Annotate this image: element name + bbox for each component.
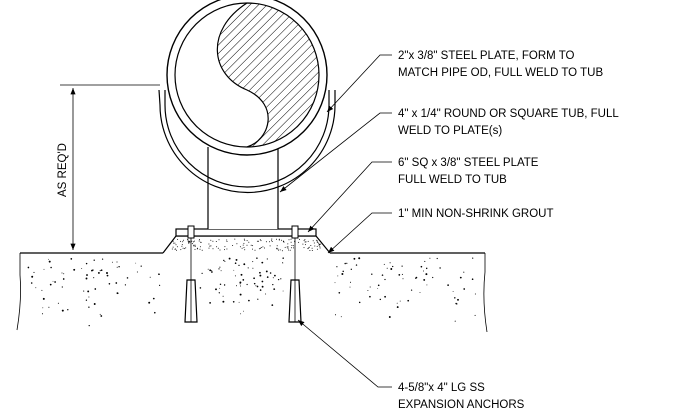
concrete-texture (27, 257, 476, 327)
callout-anchors: 4-5/8"x 4" LG SS EXPANSION ANCHORS (398, 382, 525, 411)
anchor-bolt-left (184, 225, 198, 323)
callout-saddle-plate: 2"x 3/8" STEEL PLATE, FORM TO MATCH PIPE… (398, 50, 603, 79)
svg-text:MATCH PIPE OD, FULL WELD TO TU: MATCH PIPE OD, FULL WELD TO TUB (398, 67, 603, 79)
dimension-as-reqd: AS REQ'D (57, 84, 160, 254)
saddle-plate (158, 89, 336, 194)
concrete-base (16, 252, 488, 333)
dimension-label: AS REQ'D (57, 143, 69, 197)
svg-text:6" SQ x 3/8" STEEL PLATE: 6" SQ x 3/8" STEEL PLATE (398, 157, 539, 169)
svg-text:4-5/8"x 4" LG SS: 4-5/8"x 4" LG SS (398, 382, 485, 394)
grout-texture (171, 238, 322, 252)
callout-grout: 1" MIN NON-SHRINK GROUT (398, 208, 554, 220)
svg-text:WELD TO PLATE(s): WELD TO PLATE(s) (398, 125, 502, 137)
callout-base-plate: 6" SQ x 3/8" STEEL PLATE FULL WELD TO TU… (398, 157, 539, 186)
svg-text:FULL WELD TO TUB: FULL WELD TO TUB (398, 174, 507, 186)
svg-text:4" x 1/4" ROUND OR SQUARE TUB,: 4" x 1/4" ROUND OR SQUARE TUB, FULL (398, 108, 619, 120)
svg-text:1" MIN NON-SHRINK GROUT: 1" MIN NON-SHRINK GROUT (398, 208, 554, 220)
anchor-bolt-right (288, 225, 302, 323)
pipe-section (166, 0, 328, 156)
svg-text:2"x 3/8" STEEL PLATE, FORM TO: 2"x 3/8" STEEL PLATE, FORM TO (398, 50, 575, 62)
svg-text:EXPANSION ANCHORS: EXPANSION ANCHORS (398, 399, 525, 411)
callout-tube: 4" x 1/4" ROUND OR SQUARE TUB, FULL WELD… (398, 108, 619, 137)
grout-pad (162, 235, 331, 254)
leader-lines (279, 54, 392, 388)
